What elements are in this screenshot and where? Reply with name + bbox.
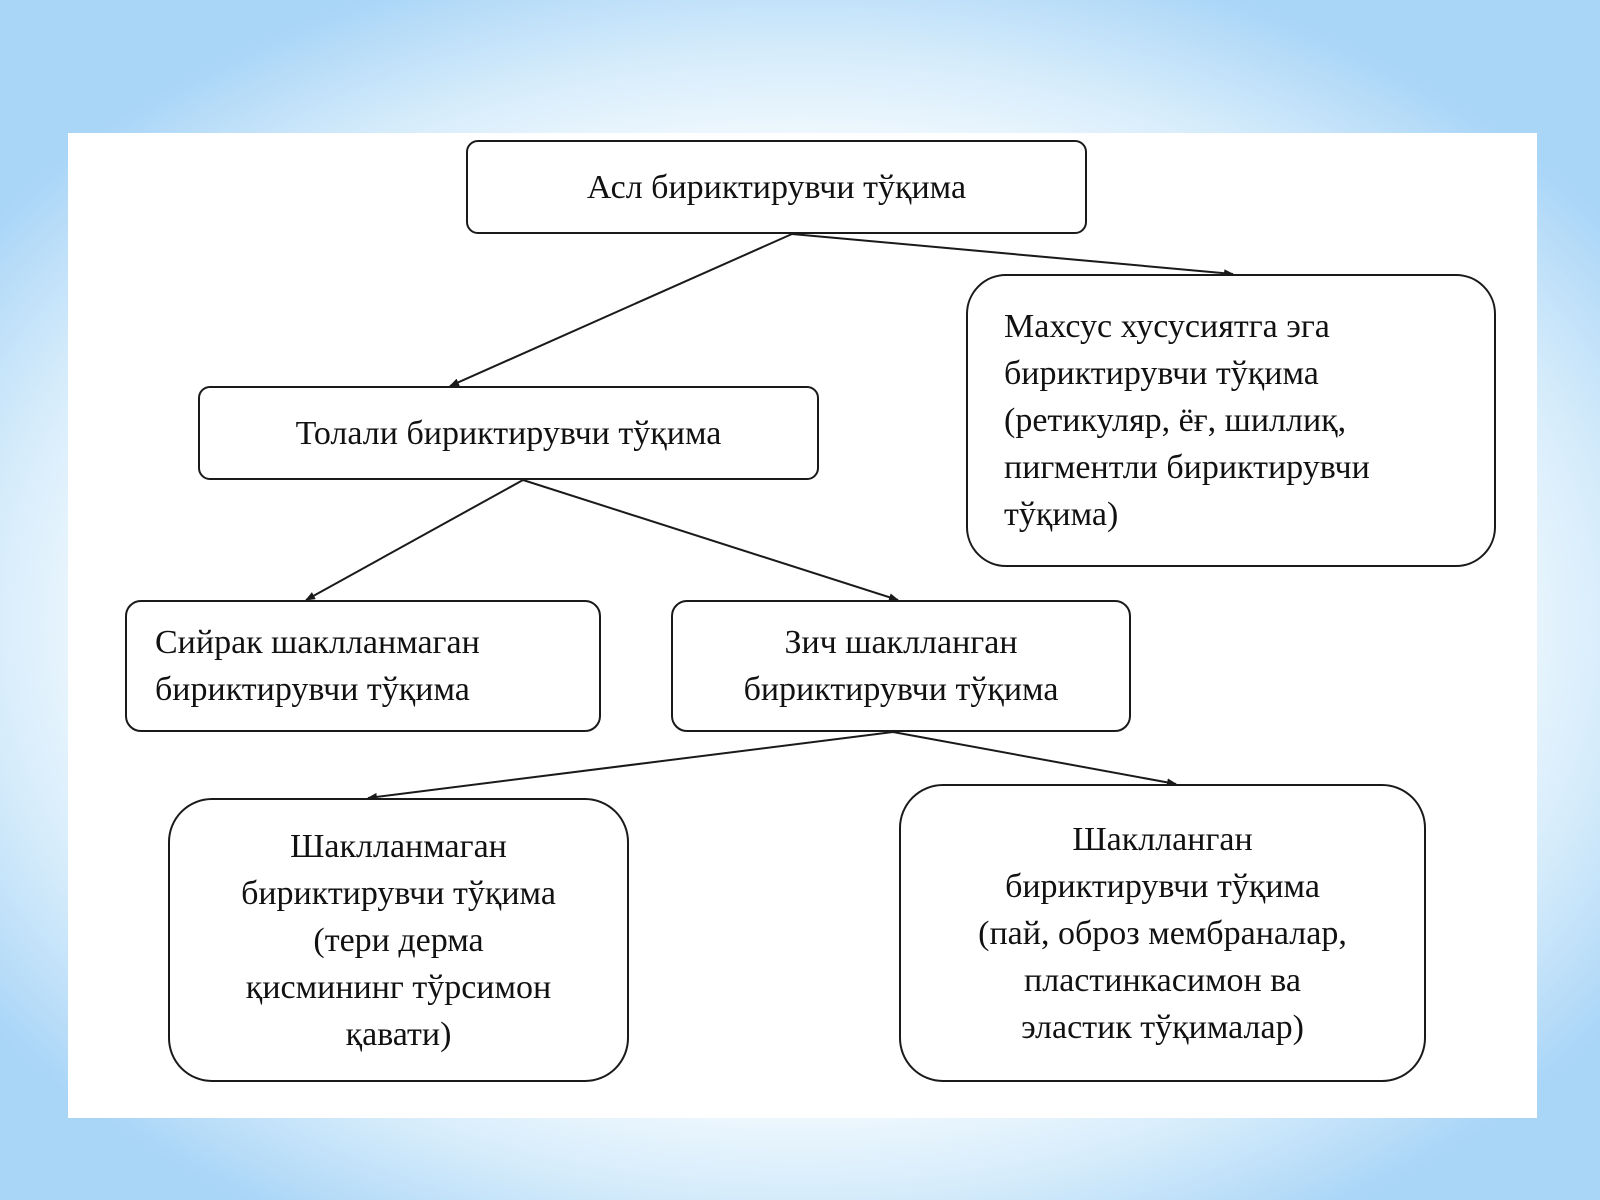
node-formed-line: (пай, оброз мембраналар,	[978, 914, 1347, 952]
node-loose-line: Сийрак шаклланмаган	[155, 624, 480, 661]
node-unformed-line: (тери дерма	[313, 921, 484, 959]
node-root: Асл бириктирувчи тўқима	[466, 140, 1087, 234]
node-unformed: Шаклланмаган бириктирувчи тўқима (тери д…	[168, 798, 629, 1082]
node-dense-line: бириктирувчи тўқима	[743, 671, 1059, 708]
node-dense-line: Зич шаклланган	[784, 624, 1018, 661]
node-root-line: Асл бириктирувчи тўқима	[586, 168, 967, 206]
node-loose: Сийрак шаклланмаган бириктирувчи тўқима	[125, 600, 601, 732]
node-formed-line: Шаклланган	[1072, 820, 1253, 858]
node-formed-line: бириктирувчи тўқима	[1005, 867, 1320, 905]
node-unformed-line: қавати)	[345, 1015, 452, 1053]
node-special: Махсус хусусиятга эга бириктирувчи тўқим…	[966, 274, 1496, 567]
node-unformed-line: Шаклланмаган	[290, 827, 507, 865]
node-special-line: бириктирувчи тўқима	[1004, 355, 1319, 392]
node-formed: Шаклланган бириктирувчи тўқима (пай, обр…	[899, 784, 1426, 1082]
node-formed-line: пластинкасимон ва	[1024, 961, 1301, 999]
node-unformed-line: қисмининг тўрсимон	[245, 968, 552, 1006]
node-dense: Зич шаклланган бириктирувчи тўқима	[671, 600, 1131, 732]
node-unformed-line: бириктирувчи тўқима	[241, 874, 556, 912]
node-special-line: Махсус хусусиятга эга	[1004, 308, 1330, 345]
node-special-line: (ретикуляр, ёғ, шиллиқ,	[1004, 402, 1347, 439]
node-fibrous: Толали бириктирувчи тўқима	[198, 386, 819, 480]
node-fibrous-line: Толали бириктирувчи тўқима	[295, 414, 722, 452]
node-special-line: пигментли бириктирувчи	[1004, 449, 1370, 486]
node-special-line: тўқима)	[1004, 496, 1119, 533]
node-loose-line: бириктирувчи тўқима	[155, 671, 470, 708]
node-formed-line: эластик тўқималар)	[1021, 1008, 1304, 1046]
